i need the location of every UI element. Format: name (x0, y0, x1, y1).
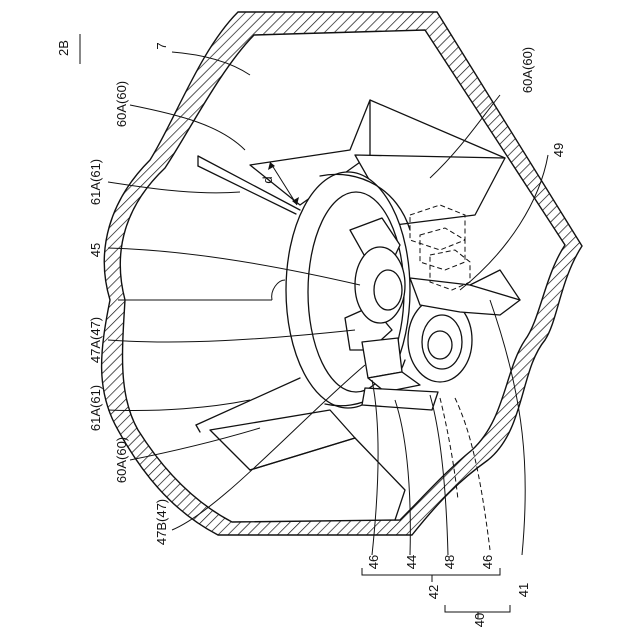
label-61A-bottom: 61A(61) (88, 385, 103, 431)
label-60A-bottom: 60A(60) (114, 437, 129, 483)
label-49: 49 (551, 143, 566, 157)
label-46-a: 46 (366, 555, 381, 569)
label-42: 42 (426, 585, 441, 599)
label-61A-top: 61A(61) (88, 159, 103, 205)
label-60A-top: 60A(60) (114, 81, 129, 127)
label-45: 45 (88, 243, 103, 257)
bracket-40 (445, 605, 510, 612)
center-boss (355, 247, 405, 323)
figure-label: 2B (56, 40, 71, 56)
label-47B: 47B(47) (154, 499, 169, 545)
label-41: 41 (516, 583, 531, 597)
label-d: d (260, 176, 275, 183)
lower-fin-60A (210, 410, 355, 470)
label-40: 40 (472, 613, 487, 627)
label-48: 48 (442, 555, 457, 569)
bracket-44 (362, 388, 438, 410)
block-46 (362, 338, 402, 378)
label-46-b: 46 (480, 555, 495, 569)
label-60A-right: 60A(60) (520, 47, 535, 93)
label-7: 7 (154, 42, 169, 49)
label-44: 44 (404, 555, 419, 569)
label-47A: 47A(47) (88, 317, 103, 363)
